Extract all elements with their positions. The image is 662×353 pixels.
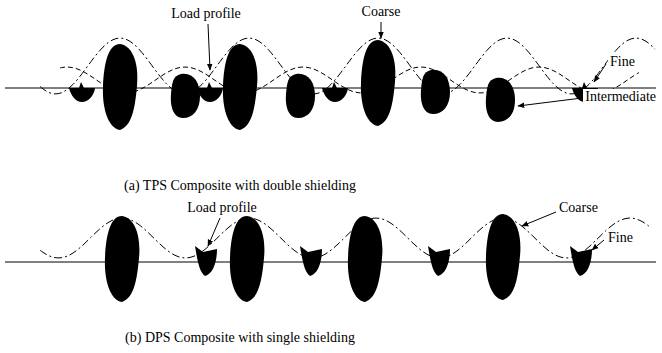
part-label: Load profile — [169, 6, 243, 22]
figure-caption: (b) DPS Composite with single shielding — [123, 330, 357, 346]
particles — [105, 214, 592, 302]
part-label: Fine — [606, 230, 635, 246]
part-label: Intermediate — [583, 89, 658, 105]
figure-caption: (a) TPS Composite with double shielding — [122, 178, 358, 194]
part-label: Coarse — [557, 200, 600, 216]
baseline — [5, 262, 656, 263]
part-label: Load profile — [185, 200, 259, 216]
load-profile-curve — [40, 218, 649, 258]
part-label: Fine — [608, 54, 637, 70]
leader-lines — [208, 22, 606, 250]
load-profile-curve — [40, 38, 655, 94]
load-profile-curve — [60, 67, 639, 93]
part-label: Coarse — [360, 4, 403, 20]
load-profiles — [40, 38, 655, 258]
